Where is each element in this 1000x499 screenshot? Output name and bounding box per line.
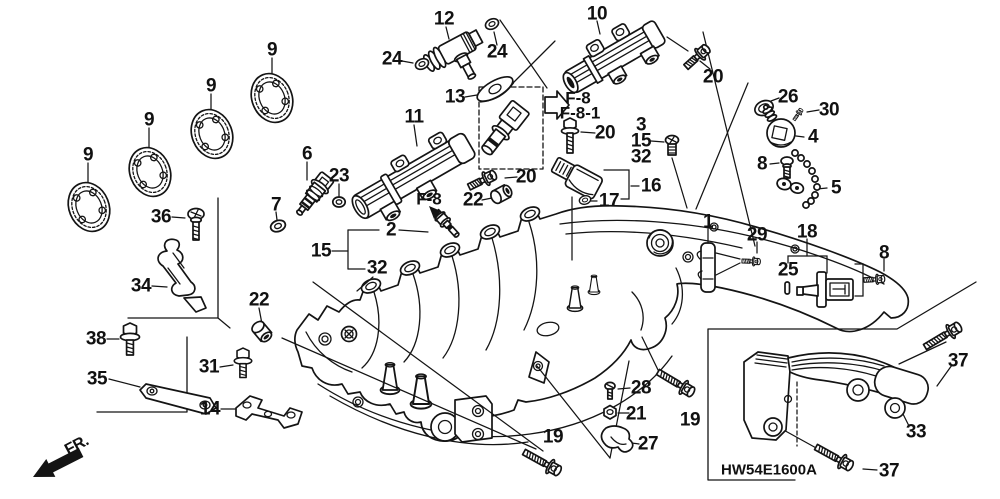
screw-30: [790, 106, 805, 123]
bracket-14: [235, 395, 303, 429]
gasket-rings-9: [60, 66, 301, 239]
washer-24-right: [482, 15, 502, 33]
clip-27: [600, 425, 634, 453]
bolt-37-top: [920, 318, 966, 355]
nut-21: [603, 404, 617, 420]
map-sensor-16: [550, 156, 603, 200]
cap-22-left: [248, 318, 275, 345]
leader-lines: [87, 19, 953, 471]
bolt-38: [119, 322, 141, 356]
cap-22-center: [487, 182, 515, 207]
fuel-rail-11: [351, 131, 476, 222]
injector-6: [296, 171, 335, 216]
plate-13: [476, 75, 515, 103]
bracket-1: [696, 242, 716, 293]
bracket-33: [743, 351, 930, 441]
bolt-31: [233, 347, 253, 379]
cam-sensor-f8: [481, 99, 530, 156]
washer-17: [577, 193, 593, 207]
chain-5: [776, 149, 821, 209]
screw-28: [604, 381, 616, 400]
group-frames: [96, 86, 977, 481]
f8-reference-arrow: [544, 90, 570, 120]
fuel-rail-10: [562, 20, 666, 94]
washer-7: [268, 217, 288, 235]
nut-23: [331, 196, 347, 208]
bolt-20-center: [560, 117, 580, 154]
screw-15-32-right: [664, 134, 680, 156]
fr-direction-arrow: [33, 448, 84, 477]
clamp-34: [157, 238, 207, 313]
bolt-37-bottom: [811, 439, 857, 475]
bolt-8-upper: [780, 156, 794, 179]
intake-manifold: [294, 203, 910, 446]
f8-pointer-arrow: [429, 206, 441, 219]
valve-4: [762, 104, 796, 148]
valve-12: [422, 29, 484, 80]
screw-36: [187, 207, 205, 241]
pin-25: [784, 281, 791, 295]
bolt-19-right: [653, 364, 699, 401]
sensor-18: [796, 271, 854, 308]
stay-35: [139, 383, 217, 415]
